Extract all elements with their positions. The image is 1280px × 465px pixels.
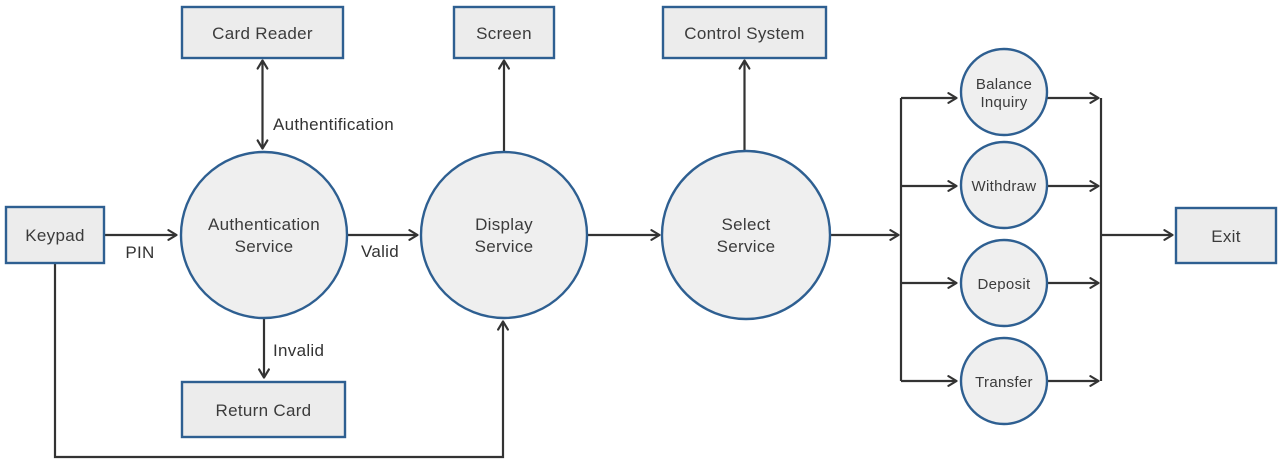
transfer-label: Transfer xyxy=(975,374,1033,391)
exit-box xyxy=(1174,206,1278,265)
node-display-service: Display Service xyxy=(419,150,589,320)
card-reader-label: Card Reader xyxy=(212,24,313,43)
return-card-box xyxy=(180,380,347,439)
edge-label-valid: Valid xyxy=(361,242,399,261)
select-service-label-line1: Select xyxy=(721,215,770,234)
node-balance-inquiry: Balance Inquiry xyxy=(959,47,1049,137)
screen-box xyxy=(452,5,556,60)
authentication-service-label-line2: Service xyxy=(235,237,294,256)
node-screen: Screen xyxy=(452,5,556,60)
card-reader-box xyxy=(180,5,345,60)
node-return-card: Return Card xyxy=(180,380,347,439)
keypad-label: Keypad xyxy=(25,226,84,245)
exit-label: Exit xyxy=(1211,227,1241,246)
deposit-circle xyxy=(959,238,1049,328)
node-card-reader: Card Reader xyxy=(180,5,345,60)
authentication-service-label-line1: Authentication xyxy=(208,215,320,234)
node-select-service: Select Service xyxy=(660,149,832,321)
withdraw-circle xyxy=(959,140,1049,230)
return-card-label: Return Card xyxy=(216,401,312,420)
node-transfer: Transfer xyxy=(959,336,1049,426)
display-service-label-line1: Display xyxy=(475,215,533,234)
balance-inquiry-circle xyxy=(959,47,1049,137)
edge-label-invalid: Invalid xyxy=(273,341,324,360)
control-system-box xyxy=(661,5,828,60)
keypad-box xyxy=(4,205,106,265)
display-service-circle xyxy=(419,150,589,320)
node-authentication-service: Authentication Service xyxy=(179,150,349,320)
edge-label-authentification: Authentification xyxy=(273,115,394,134)
node-keypad: Keypad xyxy=(4,205,106,265)
node-exit: Exit xyxy=(1174,206,1278,265)
screen-label: Screen xyxy=(476,24,532,43)
transfer-circle xyxy=(959,336,1049,426)
edge-keypad-display-bottom-route xyxy=(53,263,509,459)
node-deposit: Deposit xyxy=(959,238,1049,328)
control-system-label: Control System xyxy=(684,24,804,43)
withdraw-label: Withdraw xyxy=(972,178,1037,195)
display-service-label-line2: Service xyxy=(475,237,534,256)
balance-inquiry-label-line2: Inquiry xyxy=(980,94,1027,111)
node-withdraw: Withdraw xyxy=(959,140,1049,230)
edge-label-pin: PIN xyxy=(125,243,154,262)
authentication-service-circle xyxy=(179,150,349,320)
node-control-system: Control System xyxy=(661,5,828,60)
deposit-label: Deposit xyxy=(978,276,1031,293)
select-service-label-line2: Service xyxy=(717,237,776,256)
balance-inquiry-label-line1: Balance xyxy=(976,76,1032,93)
select-service-circle xyxy=(660,149,832,321)
